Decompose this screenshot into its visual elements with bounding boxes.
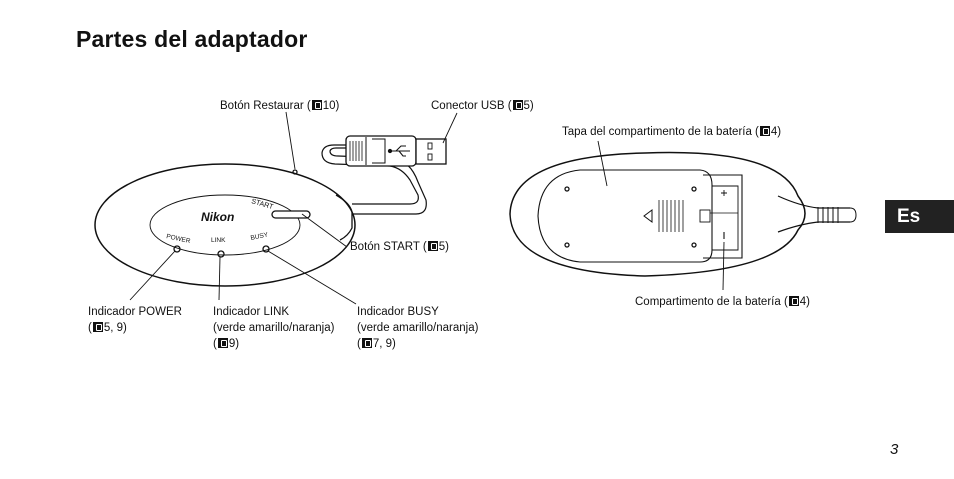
page-reference-icon xyxy=(92,322,103,332)
label-battery-cover: Tapa del compartimento de la batería (4) xyxy=(562,126,782,138)
page-reference-icon xyxy=(427,241,438,251)
slide-arrow-icon xyxy=(643,209,653,223)
label-power-indicator: Indicador POWER (5, 9) xyxy=(88,306,182,334)
page-reference-icon xyxy=(512,100,523,110)
label-start-button: Botón START (5) xyxy=(350,241,449,253)
label-battery-compartment: Compartimento de la batería (4) xyxy=(635,296,811,308)
adapter-body-bottom xyxy=(509,151,806,277)
leader-restore xyxy=(285,111,296,170)
label-link-indicator: Indicador LINK (verde amarillo/naranja) … xyxy=(213,306,335,350)
label-restore-button: Botón Restaurar (10) xyxy=(220,100,340,112)
nikon-logo: Nikon xyxy=(201,210,234,224)
leader-link xyxy=(218,256,221,301)
start-label: START xyxy=(250,198,274,211)
battery-compartment xyxy=(703,174,743,259)
link-led xyxy=(217,250,225,258)
page-reference-icon xyxy=(361,338,372,348)
leader-power xyxy=(129,250,176,301)
page-reference-icon xyxy=(217,338,228,348)
page-number: 3 xyxy=(890,441,899,458)
leader-battery-comp xyxy=(722,241,725,291)
usb-symbol-icon xyxy=(390,145,410,157)
battery-cover xyxy=(537,169,713,263)
leader-start xyxy=(301,213,348,248)
label-busy-indicator: Indicador BUSY (verde amarillo/naranja) … xyxy=(357,306,479,350)
leader-usb xyxy=(442,112,458,144)
link-label: LINK xyxy=(211,237,226,244)
power-label: POWER xyxy=(166,233,192,245)
busy-label: BUSY xyxy=(250,231,269,242)
page-reference-icon xyxy=(788,296,799,306)
restore-button xyxy=(292,169,298,175)
page-title: Partes del adaptador xyxy=(76,26,308,52)
page-reference-icon xyxy=(311,100,322,110)
label-usb-connector: Conector USB (5) xyxy=(431,100,534,112)
adapter-inner-panel xyxy=(149,194,301,256)
adapter-body-top xyxy=(94,163,356,287)
cable-strain-relief xyxy=(335,194,353,241)
power-led xyxy=(173,245,181,253)
leader-battery-cover xyxy=(597,140,608,187)
start-button xyxy=(271,210,311,219)
busy-led xyxy=(262,245,270,253)
page-reference-icon xyxy=(759,126,770,136)
leader-busy xyxy=(267,250,357,305)
language-tab: Es xyxy=(885,200,954,233)
